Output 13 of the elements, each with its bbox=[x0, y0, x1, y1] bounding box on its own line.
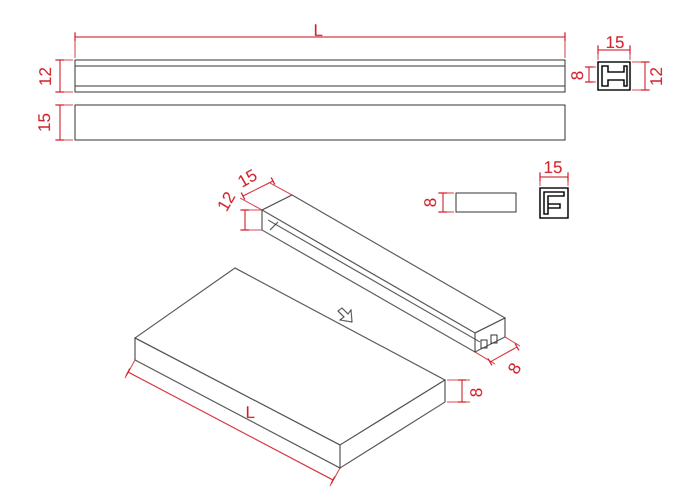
dimension-label: L bbox=[314, 22, 323, 38]
dimension-label: 15 bbox=[35, 112, 52, 132]
dimension-label: 8 bbox=[568, 70, 586, 80]
dimension-label: 8 bbox=[422, 197, 439, 207]
dimension-label: 12 bbox=[647, 66, 664, 86]
dimension-label: 15 bbox=[234, 166, 260, 190]
dimension-label: 12 bbox=[36, 66, 54, 86]
dimension-label: 15 bbox=[544, 158, 562, 176]
dimension-label: 15 bbox=[606, 34, 624, 50]
dimension-label: 12 bbox=[214, 188, 238, 214]
dimension-label: 8 bbox=[468, 387, 485, 397]
dimension-label: L bbox=[246, 404, 255, 420]
dimension-label: 8 bbox=[504, 360, 524, 376]
